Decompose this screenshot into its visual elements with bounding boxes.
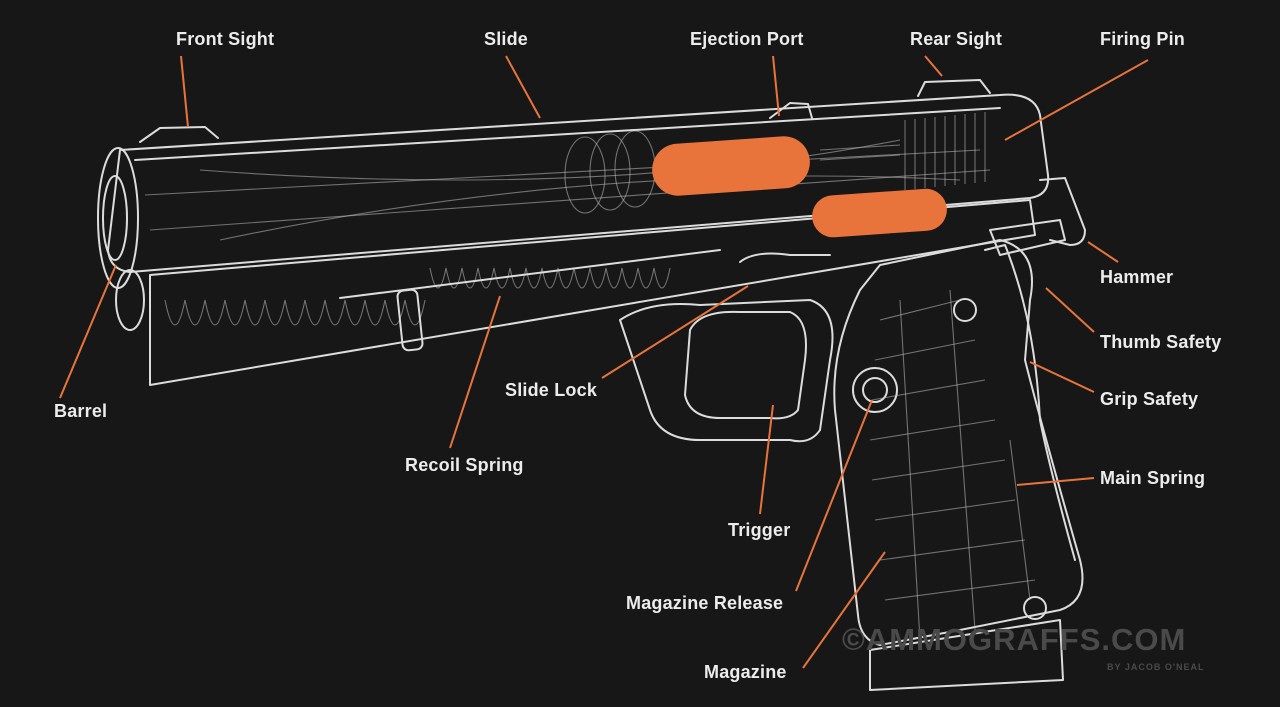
- label-firing-pin: Firing Pin: [1100, 29, 1185, 49]
- leader-slide-lock: [601, 285, 749, 379]
- leader-hammer: [1087, 241, 1119, 263]
- label-recoil-spring: Recoil Spring: [405, 455, 524, 475]
- leader-ejection-port: [772, 55, 780, 117]
- label-thumb-safety: Thumb Safety: [1100, 332, 1222, 352]
- label-magazine: Magazine: [704, 662, 787, 682]
- hammer-drawing: [1039, 177, 1086, 246]
- leader-magazine-release: [795, 399, 873, 592]
- slide-outline: [107, 93, 1050, 273]
- label-ejection-port: Ejection Port: [690, 29, 804, 49]
- leader-barrel: [59, 264, 117, 399]
- label-barrel: Barrel: [54, 401, 108, 421]
- leader-slide: [505, 55, 541, 119]
- frame-outline: [619, 252, 898, 443]
- leader-grip-safety: [1029, 361, 1095, 393]
- label-front-sight: Front Sight: [176, 29, 275, 49]
- barrel-muzzle: [97, 147, 145, 331]
- recoil-spring-drawing: [149, 199, 1036, 386]
- label-rear-sight: Rear Sight: [910, 29, 1003, 49]
- label-magazine-release: Magazine Release: [626, 593, 784, 613]
- label-hammer: Hammer: [1100, 267, 1174, 287]
- leader-front-sight: [180, 55, 189, 128]
- leader-magazine: [802, 551, 886, 669]
- leader-main-spring: [1016, 477, 1095, 486]
- ejection-port-outline: [769, 102, 813, 119]
- slide-serrations: [904, 112, 986, 190]
- leader-thumb-safety: [1045, 287, 1095, 333]
- leader-recoil-spring: [449, 295, 501, 449]
- grip-outline: [833, 239, 1084, 691]
- ejection-port-highlight: [652, 136, 810, 196]
- leader-lines: [59, 55, 1149, 669]
- leader-rear-sight: [924, 55, 943, 77]
- front-sight: [139, 126, 219, 143]
- rear-sight: [917, 79, 991, 97]
- watermark-byline: BY JACOB O'NEAL: [1107, 662, 1205, 672]
- leader-trigger: [759, 404, 774, 515]
- label-grip-safety: Grip Safety: [1100, 389, 1199, 409]
- thumb-safety-drawing: [989, 219, 1066, 256]
- label-slide-lock: Slide Lock: [505, 380, 598, 400]
- firing-pin-highlight: [812, 188, 947, 238]
- label-main-spring: Main Spring: [1100, 468, 1206, 488]
- label-slide: Slide: [484, 29, 529, 49]
- leader-firing-pin: [1004, 59, 1149, 141]
- label-trigger: Trigger: [728, 520, 791, 540]
- watermark: ©AMMOGRAFFS.COM: [842, 622, 1187, 657]
